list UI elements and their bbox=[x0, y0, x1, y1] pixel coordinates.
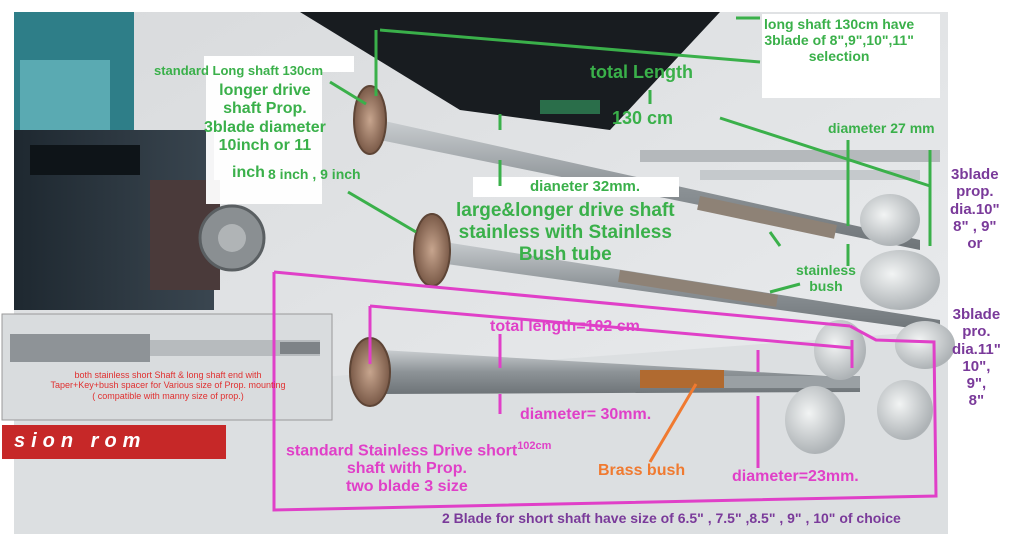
pink-annotation-lines bbox=[368, 304, 854, 468]
sign-text: sion rom bbox=[14, 430, 147, 452]
green-annotation-lines bbox=[329, 16, 932, 294]
long-shaft-middle bbox=[413, 213, 955, 369]
diameter-27-label: diameter 27 mm bbox=[828, 120, 935, 136]
diameter-30-label: diameter= 30mm. bbox=[520, 406, 652, 423]
standard-long-shaft-label: standard Long shaft 130cm bbox=[154, 63, 324, 78]
orange-arrow bbox=[648, 383, 698, 463]
label-box-top-right bbox=[762, 14, 940, 98]
inset-caption: both stainless short Shaft & long shaft … bbox=[50, 370, 286, 401]
total-length-102-label: total length=102 cm. bbox=[490, 318, 645, 335]
inset-photo bbox=[1, 313, 333, 421]
blade-sizes-footer: 2 Blade for short shaft have size of 6.5… bbox=[442, 510, 901, 526]
standard-short-label: standard Stainless Drive short102cm bbox=[286, 440, 552, 460]
pink-frame bbox=[272, 272, 938, 512]
label-box-diameter-32 bbox=[473, 177, 679, 197]
large-longer-shaft-label: large&longer drive shaft stainless with … bbox=[456, 200, 675, 265]
prop-blade-top bbox=[860, 194, 920, 246]
inch-options-label: 8 inch , 9 inch bbox=[268, 166, 361, 182]
red-sign bbox=[2, 425, 226, 459]
diameter-32-label: dianeter 32mm. bbox=[530, 178, 641, 195]
prop-3blade-b-label: 3blade pro. dia.11" 10", 9", 8" bbox=[952, 306, 1001, 410]
diameter-23-label: diameter=23mm. bbox=[732, 468, 859, 485]
brass-bush-label: Brass bush bbox=[598, 462, 686, 479]
short-prop-label: shaft with Prop. two blade 3 size bbox=[346, 460, 468, 496]
longer-drive-prop-label: longer drive shaft Prop. 3blade diameter… bbox=[204, 82, 326, 155]
total-length-label: total Length bbox=[590, 62, 693, 82]
stainless-bush-label: stainless bush bbox=[796, 262, 856, 295]
prop-blade-middle bbox=[860, 250, 940, 310]
inch-label: inch bbox=[232, 164, 265, 181]
total-length-value: 130 cm bbox=[612, 108, 674, 128]
controller-box bbox=[300, 12, 720, 130]
prop-3blade-a-label: 3blade prop. dia.10" 8" , 9" or bbox=[950, 166, 1000, 252]
brass-bush-shape bbox=[640, 370, 724, 388]
long-shaft-choice-label: long shaft 130cm have 3blade of 8",9",10… bbox=[764, 16, 915, 65]
